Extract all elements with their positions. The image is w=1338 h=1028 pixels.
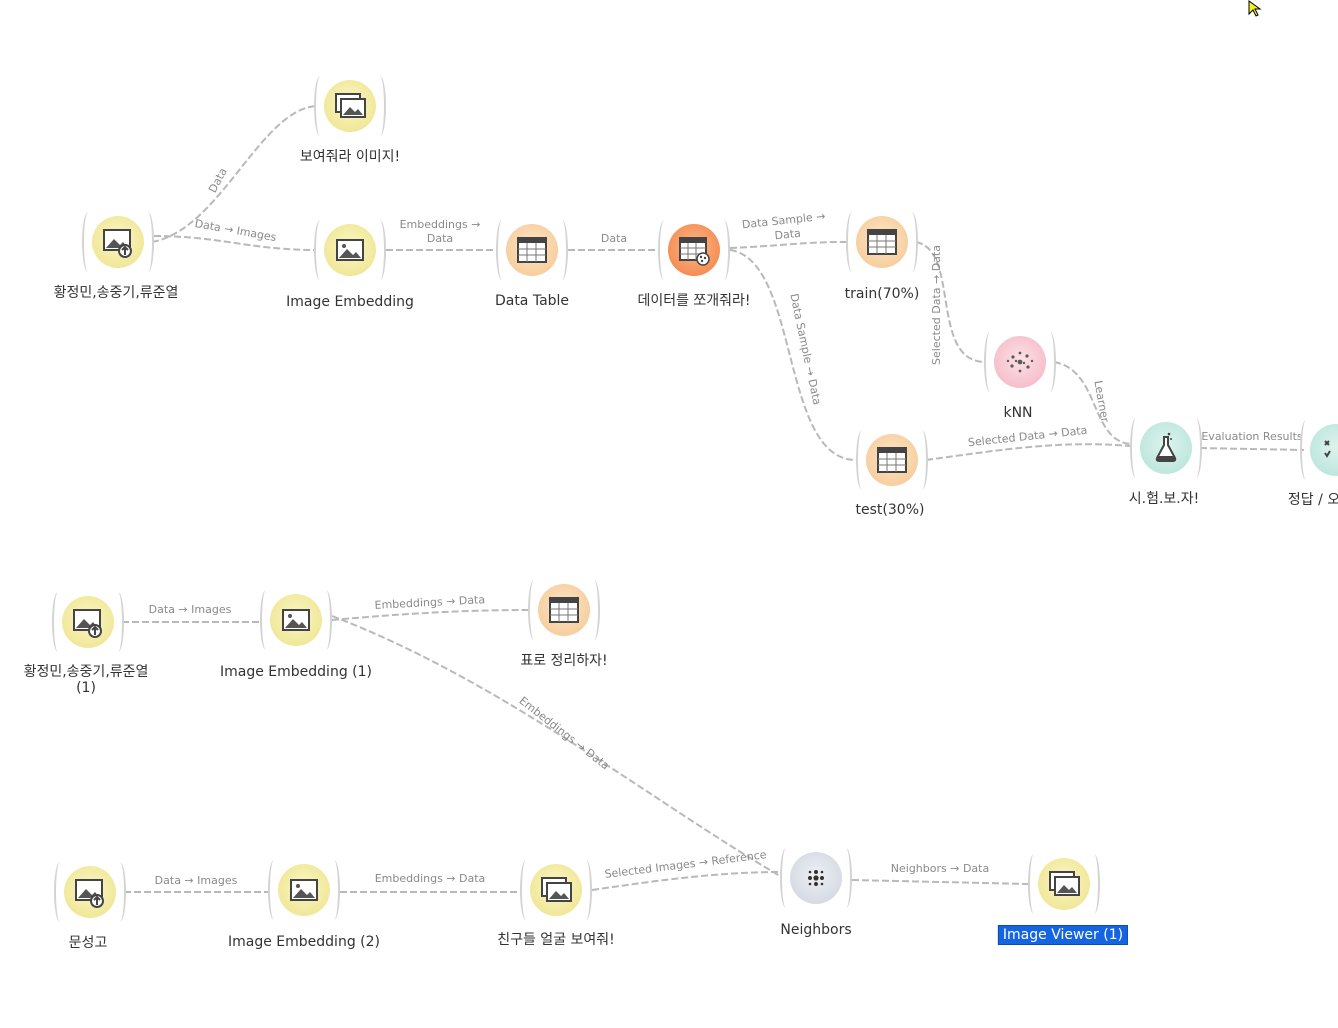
import-images-icon [103, 229, 132, 258]
node-label-selected[interactable]: Image Viewer (1) [997, 925, 1129, 945]
image-viewer-icon [541, 877, 572, 902]
link-label: Embeddings → Data [374, 593, 485, 612]
node-label[interactable]: test(30%) [855, 502, 925, 518]
data-table-icon [517, 237, 547, 263]
node-image-viewer-friends[interactable] [520, 858, 592, 922]
image-viewer-icon [335, 93, 366, 118]
link-label: Data [427, 232, 453, 245]
node-train-table[interactable] [846, 210, 918, 274]
link-label: Data Sample → Data [787, 292, 823, 406]
node-label[interactable]: train(70%) [844, 286, 920, 302]
node-import-images-1[interactable] [52, 590, 124, 654]
link-label: Data → Images [155, 874, 238, 887]
link-embedding1-to-neighbors[interactable] [331, 615, 781, 877]
neighbors-icon [808, 870, 824, 886]
mouse-cursor-icon [1248, 0, 1262, 17]
node-label[interactable]: 정답 / 오 [1287, 492, 1338, 508]
import-images-icon [75, 879, 104, 908]
node-show-image[interactable] [314, 74, 386, 138]
node-import-images[interactable] [82, 210, 154, 274]
link-label: Learner [1091, 380, 1111, 424]
confusion-matrix-icon [1324, 440, 1331, 458]
link-viewer-to-neighbors[interactable] [591, 871, 781, 891]
data-table-icon [877, 447, 907, 473]
node-label[interactable]: 표로 정리하자! [520, 653, 608, 669]
node-label[interactable]: 황정민,송중기,류준열 [53, 285, 179, 301]
image-embedding-icon [282, 609, 310, 631]
link-neighbors-to-output[interactable] [851, 879, 1029, 885]
node-image-embedding[interactable] [314, 218, 386, 282]
node-image-embedding-2[interactable] [268, 858, 340, 922]
node-neighbors[interactable] [780, 846, 852, 910]
link-label: Data [774, 227, 801, 243]
node-data-sampler[interactable] [658, 218, 730, 282]
link-embedding1-to-table[interactable] [331, 609, 529, 621]
link-label: Neighbors → Data [891, 862, 989, 875]
link-label: Selected Images → Reference [604, 848, 768, 881]
image-embedding-icon [290, 879, 318, 901]
node-knn[interactable] [984, 330, 1056, 394]
node-import-images-2[interactable] [54, 860, 126, 924]
link-sampler-to-test[interactable] [729, 249, 857, 461]
node-label[interactable]: 황정민,송중기,류준열 (1) [23, 664, 149, 696]
link-testscore-to-confusion[interactable] [1199, 447, 1305, 451]
link-import-to-embedding[interactable] [153, 235, 317, 251]
node-label[interactable]: 데이터를 쪼개줘라! [637, 293, 751, 309]
link-label: Embeddings → Data [375, 872, 486, 885]
node-label[interactable]: 보여줘라 이미지! [299, 149, 401, 165]
node-label[interactable]: Neighbors [780, 922, 852, 938]
flask-icon [1155, 432, 1177, 462]
knn-icon [1006, 351, 1034, 373]
image-embedding-icon [336, 239, 364, 261]
link-label: Embeddings → Data [517, 694, 612, 772]
node-label[interactable]: 친구들 얼굴 보여줘! [497, 932, 615, 948]
link-label: Selected Data → Data [930, 245, 943, 365]
link-sampler-to-train[interactable] [729, 241, 847, 249]
link-label: Data → Images [149, 603, 232, 616]
link-knn-to-testscore[interactable] [1053, 361, 1131, 445]
data-table-icon [867, 229, 897, 255]
node-label[interactable]: Image Embedding (2) [228, 934, 380, 950]
link-label: Data [601, 232, 627, 245]
node-image-embedding-1[interactable] [260, 588, 332, 652]
link-test-to-testscore[interactable] [925, 443, 1131, 461]
node-label[interactable]: Data Table [494, 293, 570, 309]
node-label[interactable]: 문성고 [68, 935, 108, 951]
node-label[interactable]: kNN [1003, 405, 1033, 421]
node-confusion-matrix[interactable] [1300, 418, 1338, 482]
link-label: Data [206, 166, 230, 195]
import-images-icon [73, 609, 102, 638]
node-label[interactable]: Image Embedding [286, 294, 414, 310]
node-label[interactable]: 시.험.보.자! [1128, 491, 1200, 507]
link-train-to-knn[interactable] [915, 241, 985, 363]
data-table-icon [549, 597, 579, 623]
data-sampler-icon [679, 237, 710, 266]
node-data-table[interactable] [496, 218, 568, 282]
link-import-to-viewer[interactable] [151, 105, 317, 243]
image-viewer-icon [1049, 871, 1080, 896]
link-label: Embeddings → [400, 218, 481, 231]
node-data-table-organize[interactable] [528, 578, 600, 642]
node-image-viewer-output[interactable] [1028, 852, 1100, 916]
node-test-and-score[interactable] [1130, 416, 1202, 480]
link-label: Evaluation Results [1201, 430, 1303, 443]
node-test-table[interactable] [856, 428, 928, 492]
node-label[interactable]: Image Embedding (1) [220, 664, 372, 680]
